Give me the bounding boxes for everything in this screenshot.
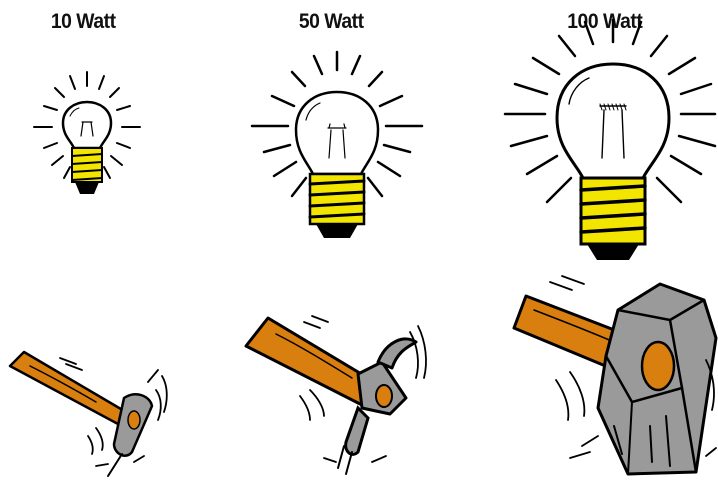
light-bulb-icon — [503, 18, 717, 260]
bulb-100-watt — [503, 18, 717, 273]
light-rays — [33, 71, 141, 179]
hammer-small — [0, 340, 190, 480]
hammer-medium — [240, 312, 440, 480]
light-rays — [503, 18, 717, 204]
bulb-50-watt — [250, 50, 425, 250]
label-10-watt: 10 Watt — [50, 10, 116, 33]
light-rays — [250, 50, 424, 198]
light-bulb-icon — [33, 71, 141, 194]
light-bulb-icon — [250, 50, 424, 238]
hammer-icon — [8, 350, 168, 477]
hammer-icon — [512, 275, 718, 476]
bulb-10-watt — [30, 70, 145, 220]
hammer-icon — [244, 315, 427, 475]
label-50-watt: 50 Watt — [298, 10, 364, 33]
hammer-large — [510, 275, 718, 480]
